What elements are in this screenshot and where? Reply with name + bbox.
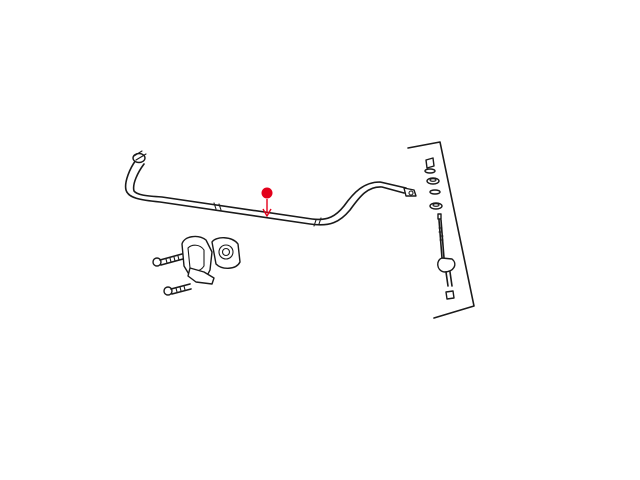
callout-marker <box>261 187 273 217</box>
link-nut-top <box>425 157 435 169</box>
callout-dot <box>261 187 273 199</box>
link-ball-joint <box>437 257 456 287</box>
link-nut-bottom <box>445 290 455 300</box>
link-retainer <box>429 189 441 195</box>
callout-arrowhead <box>262 208 272 217</box>
bracket-bolt-upper <box>152 253 184 267</box>
link-washer-top <box>424 168 436 174</box>
stabilizer-link-assembly <box>424 157 456 300</box>
bar-bushing <box>211 237 241 269</box>
link-grommet-top <box>426 177 440 185</box>
link-inset-frame <box>407 141 475 319</box>
link-stud <box>437 213 445 259</box>
bracket-bolt-lower <box>163 283 192 296</box>
stabilizer-bar <box>124 150 417 227</box>
bar-bracket <box>181 235 215 285</box>
link-grommet-lower <box>429 202 443 210</box>
bushing-bracket-assembly <box>152 235 241 296</box>
